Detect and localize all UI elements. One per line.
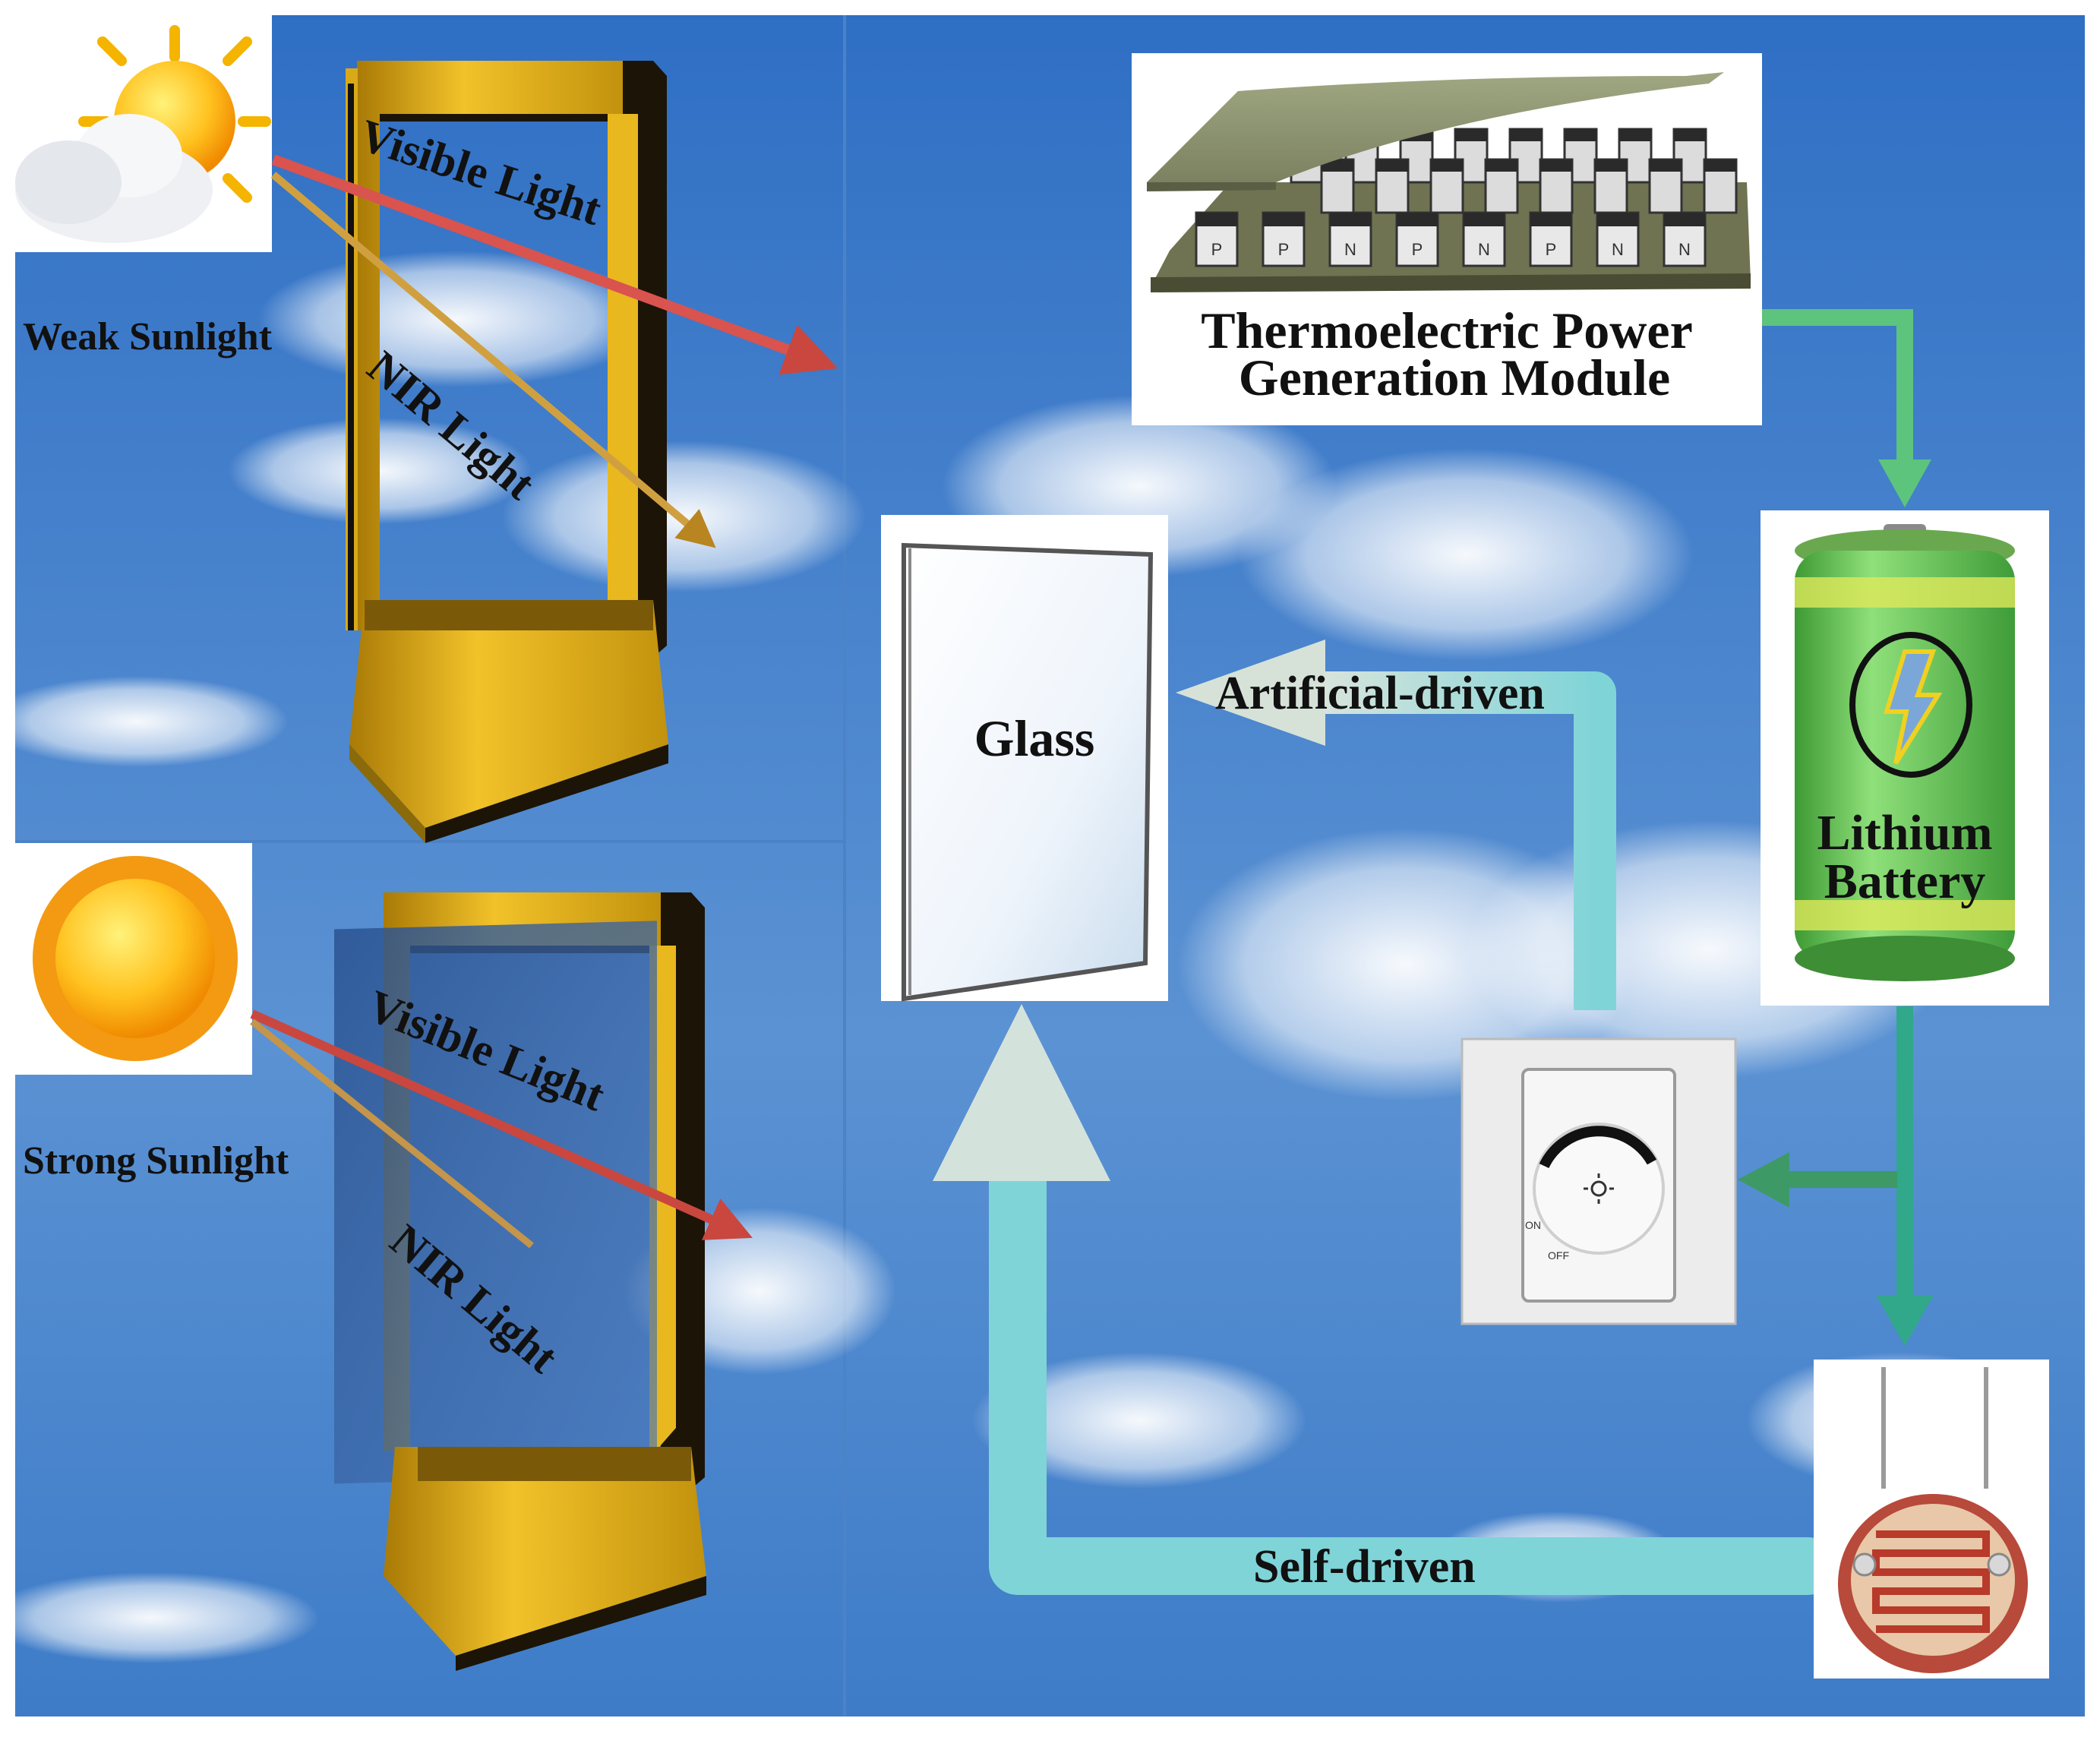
teg-leg-top-cap <box>1397 213 1438 226</box>
artificial-driven-label: Artificial-driven <box>1215 668 1545 719</box>
teg-leg-cap <box>1455 129 1487 141</box>
glass-pane <box>902 542 1154 1002</box>
nir-ray-bottom <box>250 1019 534 1249</box>
teg-title-line2: Generation Module <box>1239 349 1671 406</box>
window-frame-top <box>346 61 668 843</box>
teg-leg-cap <box>1704 159 1736 172</box>
nir-ray-top <box>270 172 716 548</box>
teg-leg-cap <box>1619 129 1651 141</box>
weak-sunlight-label: Weak Sunlight <box>23 315 273 358</box>
sensor-track <box>1872 1530 1990 1633</box>
strong-sunlight-panel: Strong Sunlight Visible Light NIR Light <box>15 843 753 1671</box>
teg-top-plate <box>1147 72 1724 182</box>
teg-leg-cap <box>1540 159 1572 172</box>
teg-leg-cap <box>1431 159 1463 172</box>
teg-leg-letter: N <box>1678 240 1691 259</box>
weak-sunlight-panel: Weak Sunlight Visible Light NIR Light <box>15 15 838 843</box>
teg-leg-top-cap <box>1330 213 1371 226</box>
sun-cloud-icon <box>15 25 271 243</box>
teg-leg-cap <box>1486 159 1517 172</box>
teg-leg-cap <box>1376 159 1408 172</box>
window-frame-bottom <box>334 892 706 1671</box>
teg-leg-top-cap <box>1530 213 1571 226</box>
teg-leg-cap <box>1510 129 1542 141</box>
battery-bolt-ring <box>1849 632 1972 778</box>
self-driven-label: Self-driven <box>1253 1541 1476 1593</box>
teg-leg-letter: N <box>1344 240 1356 259</box>
artificial-driven-arrow <box>1320 671 1616 1010</box>
lightning-bolt-icon <box>1883 649 1943 765</box>
teg-leg-top-cap <box>1597 213 1638 226</box>
teg-leg-cap <box>1674 129 1706 141</box>
dimmer-on-label: ON <box>1525 1219 1541 1231</box>
teg-leg-cap <box>1565 129 1596 141</box>
teg-leg-letter: P <box>1546 240 1557 259</box>
teg-leg-cap <box>1595 159 1627 172</box>
glass-element: Glass <box>881 515 1168 1002</box>
visible-ray-top <box>271 154 838 375</box>
dimmer-switch: ON OFF <box>1461 1037 1737 1325</box>
teg-leg-top-cap <box>1263 213 1304 226</box>
teg-to-battery-arrow <box>1762 309 1913 463</box>
battery-label-line2: Battery <box>1824 854 1986 909</box>
dimmer-scale-arc <box>1539 1126 1657 1169</box>
teg-leg-letter: P <box>1412 240 1423 259</box>
battery-label-line1: Lithium <box>1817 805 1992 861</box>
teg-leg-letter: P <box>1211 240 1223 259</box>
sun-icon <box>33 856 238 1061</box>
teg-leg-top-cap <box>1464 213 1505 226</box>
dimmer-knob <box>1533 1123 1665 1255</box>
photoresistor-sensor <box>1814 1360 2049 1679</box>
glass-label: Glass <box>974 709 1095 767</box>
bulb-icon <box>1584 1173 1614 1204</box>
teg-leg-top-cap <box>1664 213 1705 226</box>
visible-ray-bottom <box>250 1009 753 1240</box>
dimmer-off-label: OFF <box>1548 1249 1569 1262</box>
teg-title-line1: Thermoelectric Power <box>1201 302 1693 359</box>
teg-leg-letter: N <box>1612 240 1624 259</box>
flow-arrows <box>933 309 1934 1595</box>
teg-leg-letter: P <box>1278 240 1290 259</box>
teg-leg-top-cap <box>1196 213 1237 226</box>
teg-leg-letter: N <box>1478 240 1490 259</box>
strong-sunlight-label: Strong Sunlight <box>23 1139 289 1183</box>
tinted-glass-pane <box>334 921 657 1484</box>
lithium-battery: Lithium Battery <box>1761 510 2049 1006</box>
teg-leg-cap <box>1322 159 1353 172</box>
teg-module: P P N P N P N N Thermoelectric Power Generation… <box>1132 53 1762 425</box>
self-driven-arrow <box>989 1141 1836 1595</box>
teg-leg-cap <box>1650 159 1682 172</box>
